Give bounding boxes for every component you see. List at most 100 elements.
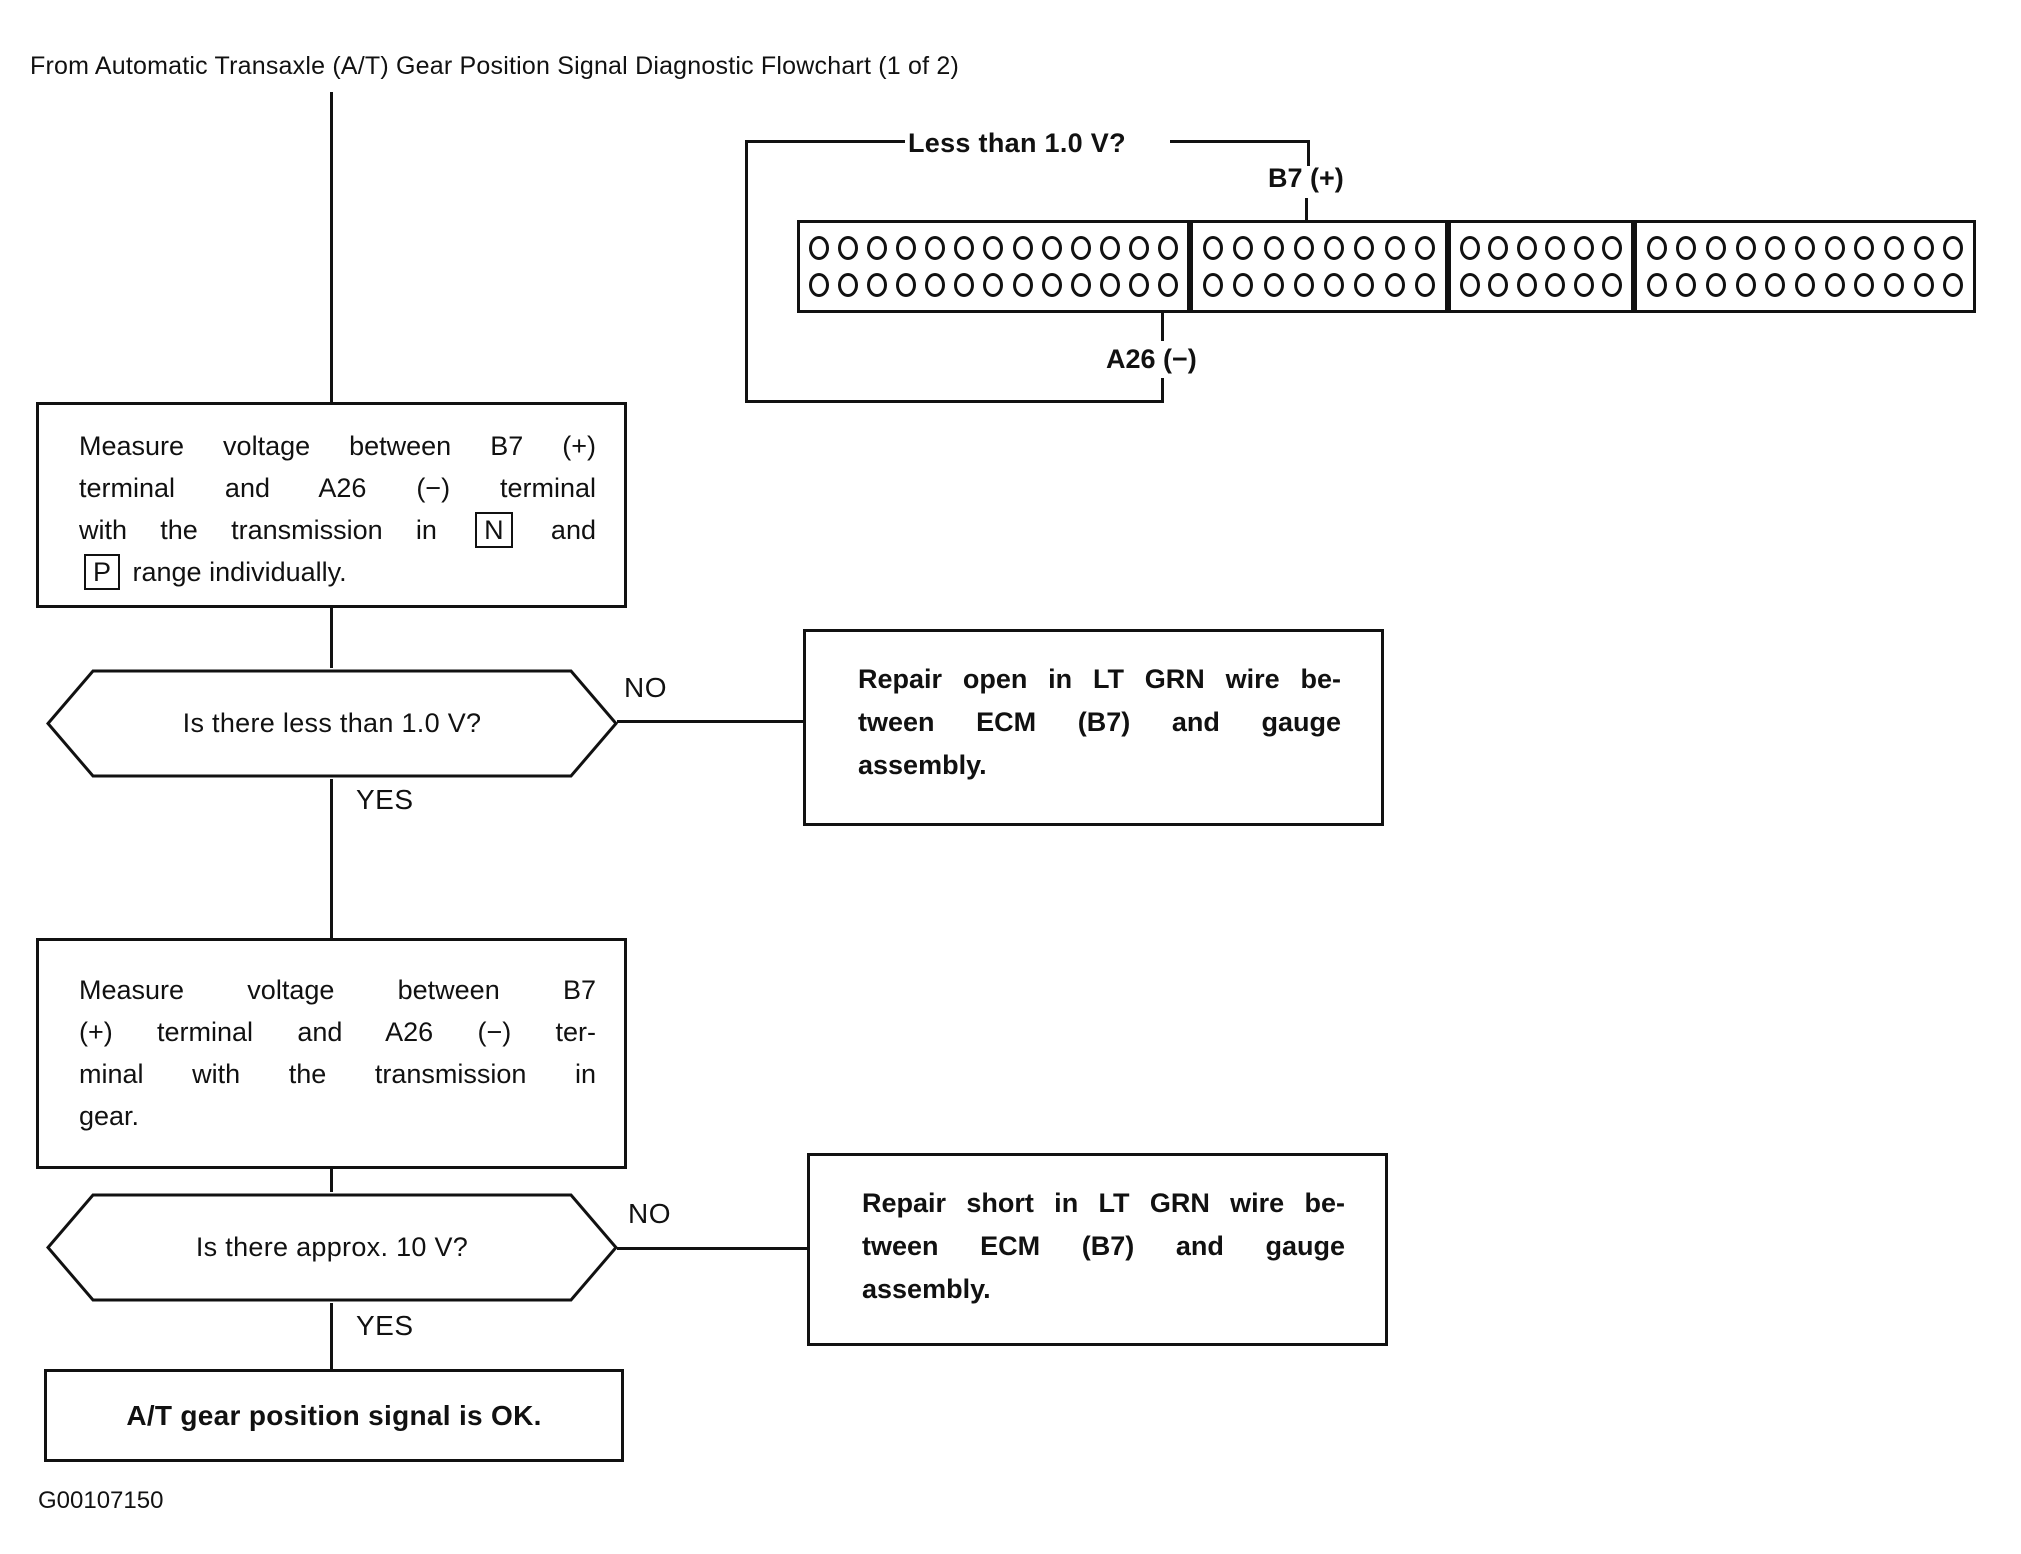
terminal-pin — [1545, 236, 1566, 260]
terminal-pin — [1099, 273, 1120, 297]
text-line: (+) terminal and A26 (−) ter- — [79, 1017, 596, 1047]
terminal-pin — [1324, 236, 1345, 260]
boxed-shift-letter-P: P — [84, 554, 121, 590]
result-text: A/T gear position signal is OK. — [126, 1399, 542, 1431]
terminal-pin — [1293, 273, 1314, 297]
terminal-pin — [896, 236, 917, 260]
text-line: tween ECM (B7) and gauge — [862, 1231, 1345, 1261]
terminal-pin — [1128, 273, 1149, 297]
terminal-pin — [896, 273, 917, 297]
process-box-measure-voltage-in-gear: Measure voltage between B7 (+) terminal a… — [36, 938, 627, 1169]
terminal-pin — [1646, 236, 1667, 260]
terminal-pin — [1765, 273, 1786, 297]
bracket-left-vertical-line — [745, 140, 748, 402]
text-line: tween ECM (B7) and gauge — [858, 707, 1341, 737]
terminal-pin — [1705, 236, 1726, 260]
terminal-pin — [1459, 273, 1480, 297]
repair-open-text: Repair open in LT GRN wire be-tween ECM … — [806, 632, 1381, 787]
negative-terminal-lower-line — [1161, 378, 1164, 403]
terminal-pin — [1602, 273, 1623, 297]
decision-2-no-line — [617, 1247, 809, 1250]
text-line: Measure voltage between B7 (+) — [79, 431, 596, 461]
bracket-bottom-horizontal-line — [745, 400, 1164, 403]
terminal-pin — [1384, 273, 1405, 297]
figure-code: G00107150 — [38, 1487, 164, 1514]
terminal-pin — [1488, 236, 1509, 260]
terminal-pin — [1602, 236, 1623, 260]
terminal-pin — [838, 236, 859, 260]
terminal-pin — [1070, 236, 1091, 260]
pin-row — [800, 236, 1187, 260]
terminal-pin — [1414, 236, 1435, 260]
terminal-pin — [1128, 236, 1149, 260]
terminal-pin — [1041, 236, 1062, 260]
terminal-pin — [1233, 236, 1254, 260]
terminal-pin — [1913, 236, 1934, 260]
terminal-pin — [1354, 236, 1375, 260]
bracket-right-horizontal-line — [1170, 140, 1310, 143]
terminal-pin — [1516, 273, 1537, 297]
process-box-2-text: Measure voltage between B7 (+) terminal a… — [39, 941, 624, 1137]
terminal-pin — [1012, 273, 1033, 297]
terminal-pin — [1705, 273, 1726, 297]
text-line: assembly. — [858, 750, 987, 780]
terminal-pin — [925, 236, 946, 260]
terminal-pin — [1913, 273, 1934, 297]
terminal-pin — [867, 236, 888, 260]
connector-block-3 — [1448, 220, 1634, 313]
terminal-pin — [983, 236, 1004, 260]
terminal-pin — [1099, 236, 1120, 260]
terminal-pin — [1041, 273, 1062, 297]
terminal-pin — [1324, 273, 1345, 297]
terminal-pin — [1854, 273, 1875, 297]
flow-stem-yes2-to-result — [330, 1303, 333, 1369]
repair-open-box: Repair open in LT GRN wire be-tween ECM … — [803, 629, 1384, 826]
text-line: Repair open in LT GRN wire be- — [858, 664, 1341, 694]
text-line: assembly. — [862, 1274, 991, 1304]
terminal-pin — [1263, 273, 1284, 297]
terminal-pin — [1735, 236, 1756, 260]
decision-2-no-label: NO — [628, 1198, 671, 1229]
terminal-pin — [1573, 236, 1594, 260]
repair-short-box: Repair short in LT GRN wire be-tween ECM… — [807, 1153, 1388, 1346]
connector-block-1 — [797, 220, 1190, 313]
boxed-shift-letter-N: N — [475, 512, 513, 548]
measurement-question-label: Less than 1.0 V? — [908, 128, 1126, 158]
terminal-pin — [1459, 236, 1480, 260]
decision-1-yes-label: YES — [356, 784, 414, 815]
pin-row — [1193, 273, 1445, 297]
terminal-pin — [1157, 236, 1178, 260]
text-line: Repair short in LT GRN wire be- — [862, 1188, 1345, 1218]
pin-row — [1637, 273, 1973, 297]
flow-stem-step1-to-decision1 — [330, 608, 333, 668]
terminal-pin — [1765, 236, 1786, 260]
pin-row — [1193, 236, 1445, 260]
repair-short-text: Repair short in LT GRN wire be-tween ECM… — [810, 1156, 1385, 1311]
terminal-pin — [1545, 273, 1566, 297]
terminal-pin — [809, 236, 830, 260]
decision-2-yes-label: YES — [356, 1310, 414, 1341]
text-line: Measure voltage between B7 — [79, 975, 596, 1005]
flow-stem-from-title — [330, 92, 333, 402]
bracket-left-horizontal-line — [745, 140, 905, 143]
flow-stem-yes1-to-step2 — [330, 779, 333, 938]
terminal-pin — [1488, 273, 1509, 297]
connector-block-4 — [1634, 220, 1976, 313]
terminal-pin — [1384, 236, 1405, 260]
negative-terminal-pointer-line — [1161, 293, 1164, 341]
negative-terminal-label: A26 (−) — [1106, 344, 1197, 374]
terminal-pin — [1735, 273, 1756, 297]
terminal-pin — [1854, 236, 1875, 260]
terminal-pin — [1943, 273, 1964, 297]
result-box: A/T gear position signal is OK. — [44, 1369, 624, 1462]
terminal-pin — [1794, 273, 1815, 297]
terminal-pin — [954, 273, 975, 297]
terminal-pin — [1414, 273, 1435, 297]
pin-row — [1637, 236, 1973, 260]
terminal-pin — [1573, 273, 1594, 297]
text-line: P range individually. — [79, 551, 596, 593]
pin-row — [1451, 273, 1631, 297]
terminal-pin — [1794, 236, 1815, 260]
pin-row — [800, 273, 1187, 297]
